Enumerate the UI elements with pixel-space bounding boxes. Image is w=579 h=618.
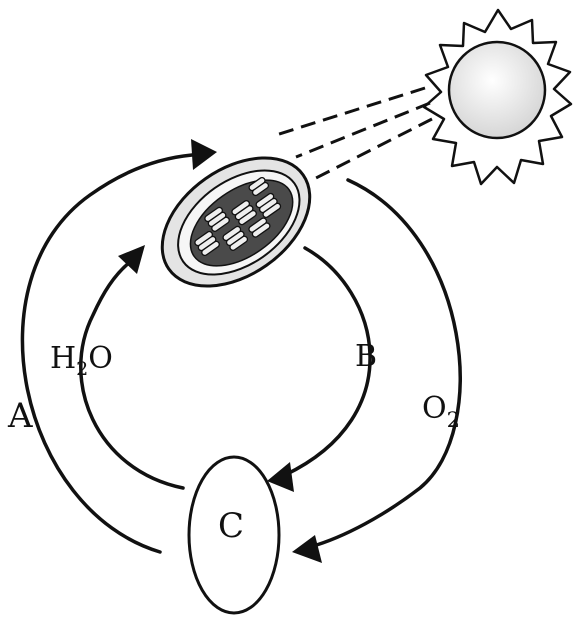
light-ray [276,88,425,135]
label-c: C [218,506,244,546]
label-o2: O2 [422,391,460,432]
label-b: B [355,339,377,374]
sun-icon [424,10,571,184]
label-o2-o: O [422,391,447,426]
label-h2o-o: O [88,341,113,376]
label-a: A [7,396,33,436]
label-h2o-subscript: 2 [76,358,88,380]
light-rays [276,88,432,180]
arrowhead-o2 [292,535,322,563]
arrowhead-a [191,139,217,170]
sun-disk [449,42,545,138]
arrow-o2-path [310,180,460,547]
light-ray [312,119,432,180]
label-o2-subscript: 2 [447,408,460,432]
label-h2o-h: H [50,341,76,376]
